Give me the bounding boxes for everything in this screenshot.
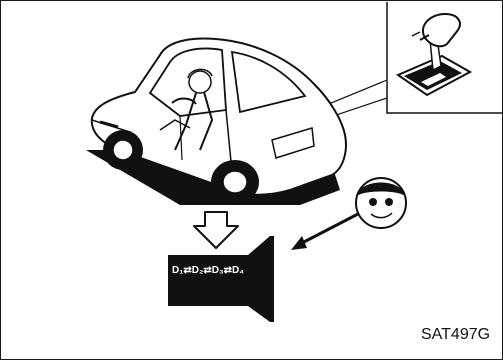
down-arrow-icon <box>194 212 238 248</box>
shift-lever-icon <box>398 14 470 95</box>
shift-pattern-label: D₁⇄D₂⇄D₃⇄D₄ <box>172 265 244 276</box>
car-icon <box>86 39 346 205</box>
reference-code: SAT497G <box>421 326 490 344</box>
face-icon <box>356 178 406 228</box>
shift-lever-inset <box>387 2 502 113</box>
pointer-arrow-icon <box>291 214 358 250</box>
speaker-icon <box>168 236 274 322</box>
